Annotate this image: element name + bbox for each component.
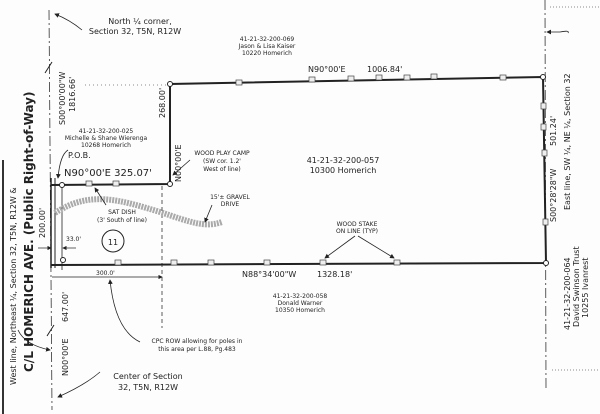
pob-point [59,182,65,188]
note: this area per L.88, Pg.483 [158,346,236,353]
note: CPC ROW allowing for poles in [152,338,243,345]
pob-label: P.O.B. [68,151,91,160]
lot-number: 11 [108,238,118,247]
parcel-label: 10350 Homerich [275,307,325,314]
corner-point [167,181,173,187]
bearing: N00°00'E [174,144,183,182]
note: WOOD STAKE [337,221,378,228]
distance: 1006.84' [367,65,402,74]
distance: 501.24' [549,116,558,146]
bearing: N00°00'E [61,338,70,376]
distance: 268.00' [158,88,167,118]
distance: 300.0' [96,270,115,277]
note: SAT DISH [108,209,136,216]
bearing: N90°00'E 325.07' [64,168,152,179]
east-section-line [544,0,547,391]
leader-lines [17,13,569,398]
distance: 647.00' [61,292,70,322]
distance: 1816.66' [68,77,77,112]
parcel-boundary [50,75,548,266]
parcel-label: 10220 Homerich [242,50,292,57]
parcel-label: 10255 Ivanrest [581,258,590,318]
east-line-label: East line, SW ¼, NE ¼, Section 32 [563,73,572,210]
distance: 33.0' [66,236,81,243]
parcel-label: 41-21-32-200-025 [79,128,134,135]
corner-point [543,260,549,266]
gravel-drive [53,196,223,228]
subject-parcel-label: 10300 Homerich [310,166,377,175]
note: WOOD PLAY CAMP [194,150,250,157]
north-corner-label: Section 32, T5N, R12W [89,27,181,36]
bearing: S00°00'00"W [58,72,67,125]
lot-number-circle [101,229,125,253]
bearing: N90°00'E [308,65,346,74]
corner-point [167,81,173,87]
note: (SW cor. 1.2' [203,158,241,165]
note: ON LINE (TYP) [336,228,378,235]
center-section-label: 32, T5N, R12W [118,383,178,392]
break-mark [44,61,55,337]
bearing: S00°28'28"W [549,169,558,222]
center-section-label: Center of Section [113,372,182,381]
note: West of line) [203,166,241,173]
parcel-label: David Swinson Trust [572,246,581,327]
corner-point [540,74,546,80]
bearing: N88°34'00"W [242,270,296,279]
distance: 200.00' [38,208,47,238]
distance: 1328.18' [317,270,352,279]
parcel-label: Donald Warner [278,300,323,307]
parcel-label: 41-21-32-200-069 [240,36,295,43]
parcel-label: 41-21-32-200-064 [563,257,572,330]
note: (3' South of line) [97,217,147,224]
parcel-label: Jason & Lisa Kaiser [238,43,296,50]
corner-point [60,257,66,263]
road-label: C/L HOMERICH AVE. (Public Right-of-Way) [22,92,36,373]
note: 15'± GRAVEL [210,194,250,201]
note: DRIVE [221,201,240,208]
north-corner-label: North ¼ corner, [108,17,171,26]
west-line-label: West line, Northeast ¼, Section 32, T5N,… [9,187,18,385]
parcel-label: Michelle & Shane Wierenga [65,135,148,142]
parcel-label: 41-21-32-200-058 [273,293,328,300]
wood-stakes [85,73,549,266]
subject-parcel-label: 41-21-32-200-057 [307,156,380,165]
parcel-label: 10268 Homerich [81,142,131,149]
